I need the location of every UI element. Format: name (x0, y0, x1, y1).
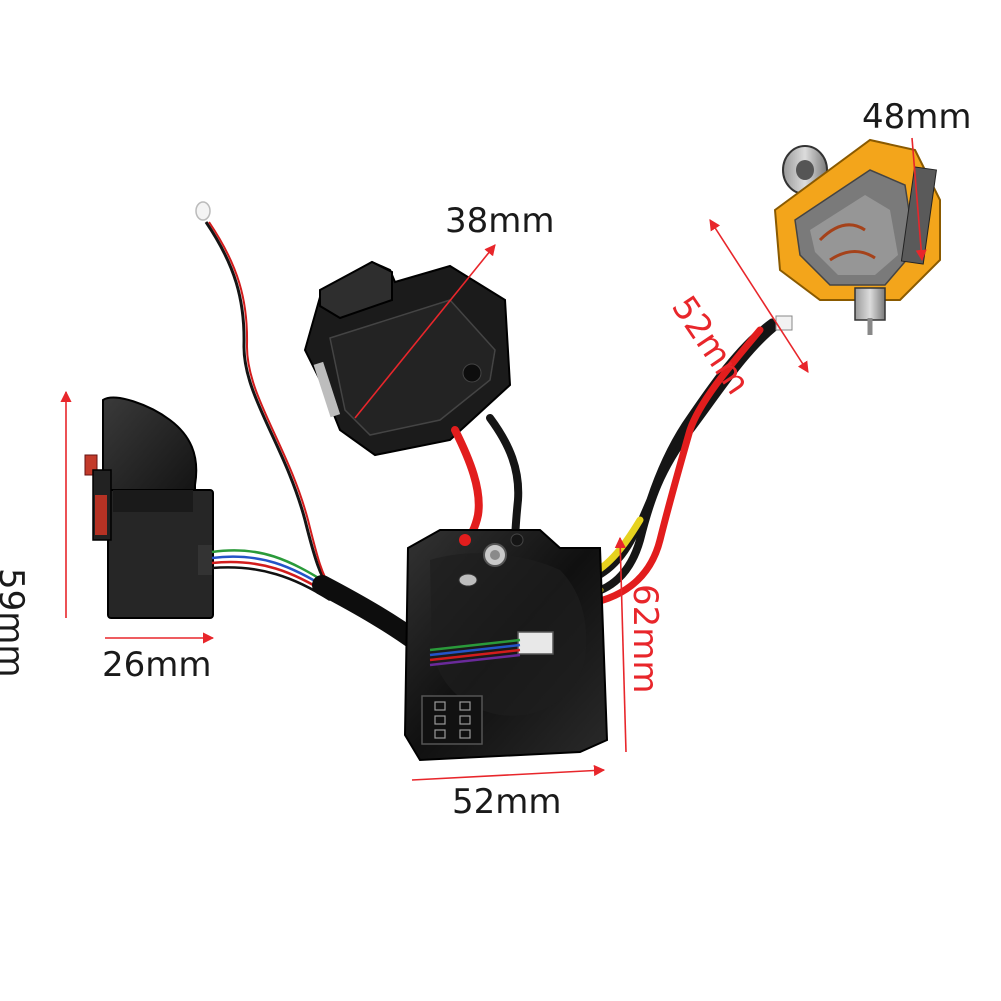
led-bulb (195, 201, 211, 221)
ribbon-wires (429, 638, 521, 667)
battery-terminal-box (303, 260, 512, 457)
trigger-switch (84, 396, 214, 619)
pinion (854, 287, 886, 321)
arrow-52mm-motor (709, 219, 809, 373)
led-wire (195, 201, 333, 591)
label-38mm: 38mm (445, 201, 555, 241)
battery-wires (451, 414, 523, 549)
controller-board (403, 529, 609, 762)
dimension-arrows (60, 137, 927, 781)
pin-header (421, 695, 483, 745)
brushless-motor (773, 138, 941, 335)
connector (517, 631, 554, 655)
label-52mm-board: 52mm (452, 782, 562, 822)
arrow-62mm (614, 536, 627, 753)
arrow-52mm-board (411, 764, 606, 781)
label-26mm: 26mm (102, 645, 212, 685)
wire-clip (775, 315, 793, 331)
label-48mm: 48mm (862, 97, 972, 137)
arrow-38mm (354, 244, 496, 419)
label-62mm: 62mm (625, 584, 665, 694)
switch-wires (211, 549, 331, 602)
arrow-48mm (911, 137, 927, 262)
label-59mm: 59mm (0, 568, 31, 678)
